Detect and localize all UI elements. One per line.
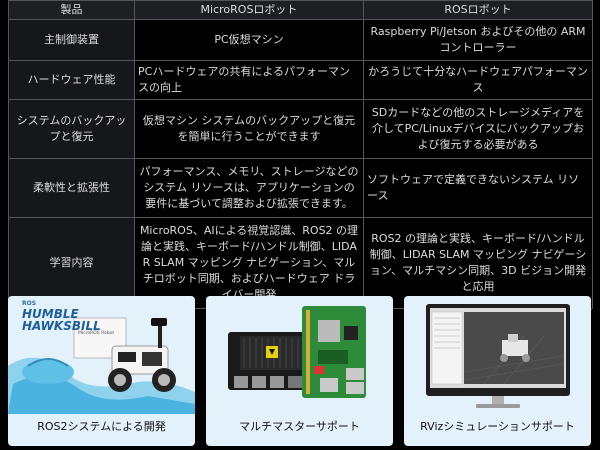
box-label: MicroROS Robot: [78, 330, 114, 336]
card-rviz-simulation: RVizシミュレーションサポート: [404, 296, 591, 446]
ros-cell: かろうじて十分なハードウェアパフォーマンス: [363, 60, 593, 100]
comparison-table: 製品 MicroROSロボット ROSロボット 主制御装置 PC仮想マシン Ra…: [8, 0, 593, 309]
microros-cell: 仮想マシン システムのバックアップと復元を簡単に行うことができます: [134, 99, 364, 159]
brand-line1: HUMBLE: [22, 307, 79, 321]
brand-small: ROS: [22, 300, 37, 307]
header-product: 製品: [8, 0, 135, 20]
ros-cell: SDカードなどの他のストレージメディアを介してPC/Linuxデバイスにバックア…: [363, 99, 593, 159]
row-label: 学習内容: [8, 217, 135, 309]
table-row: システムのバックアップと復元 仮想マシン システムのバックアップと復元を簡単に行…: [8, 99, 593, 159]
card-multi-master: マルチマスターサポート: [206, 296, 393, 446]
table-row: 学習内容 MicroROS、AIによる視覚認識、ROS2 の理論と実践、キーボー…: [8, 217, 593, 309]
microros-cell: PC仮想マシン: [134, 19, 364, 61]
microros-cell: PCハードウェアの共有によるパフォーマンスの向上: [134, 60, 364, 100]
table-row: ハードウェア性能 PCハードウェアの共有によるパフォーマンスの向上 かろうじて十…: [8, 60, 593, 100]
row-label: ハードウェア性能: [8, 60, 135, 100]
ros-cell: ROS2 の理論と実践、キーボード/ハンドル制御、LIDAR SLAM マッピン…: [363, 217, 593, 309]
row-label: 柔軟性と拡張性: [8, 158, 135, 218]
controller-boards-illustration: [228, 306, 366, 398]
header-ros-robot: ROSロボット: [363, 0, 593, 20]
feature-cards: MicroROS Robot ROS HUMBLE HAWKSBILL ROS2…: [8, 296, 592, 446]
card-caption: RVizシミュレーションサポート: [420, 420, 575, 433]
card-caption: マルチマスターサポート: [239, 420, 360, 433]
card-caption: ROS2システムによる開発: [37, 420, 166, 433]
row-label: 主制御装置: [8, 19, 135, 61]
rviz-monitor-illustration: [426, 304, 570, 408]
row-label: システムのバックアップと復元: [8, 99, 135, 159]
table-row: 主制御装置 PC仮想マシン Raspberry Pi/Jetson およびその他…: [8, 19, 593, 61]
header-microros-robot: MicroROSロボット: [134, 0, 364, 20]
table-row: 柔軟性と拡張性 パフォーマンス、メモリ、ストレージなどのシステム リソースは、ア…: [8, 158, 593, 218]
table-header-row: 製品 MicroROSロボット ROSロボット: [8, 0, 593, 20]
brand-line2: HAWKSBILL: [22, 319, 101, 333]
ros-cell: Raspberry Pi/Jetson およびその他の ARM コントローラー: [363, 19, 593, 61]
robot-car-illustration: MicroROS Robot: [8, 317, 195, 414]
microros-cell: パフォーマンス、メモリ、ストレージなどのシステム リソースは、アプリケーションの…: [134, 158, 364, 218]
card-ros2-development: MicroROS Robot ROS HUMBLE HAWKSBILL ROS2…: [8, 296, 195, 446]
microros-cell: MicroROS、AIによる視覚認識、ROS2 の理論と実践、キーボード/ハンド…: [134, 217, 364, 309]
ros-cell: ソフトウェアで定義できないシステム リソース: [363, 158, 593, 218]
